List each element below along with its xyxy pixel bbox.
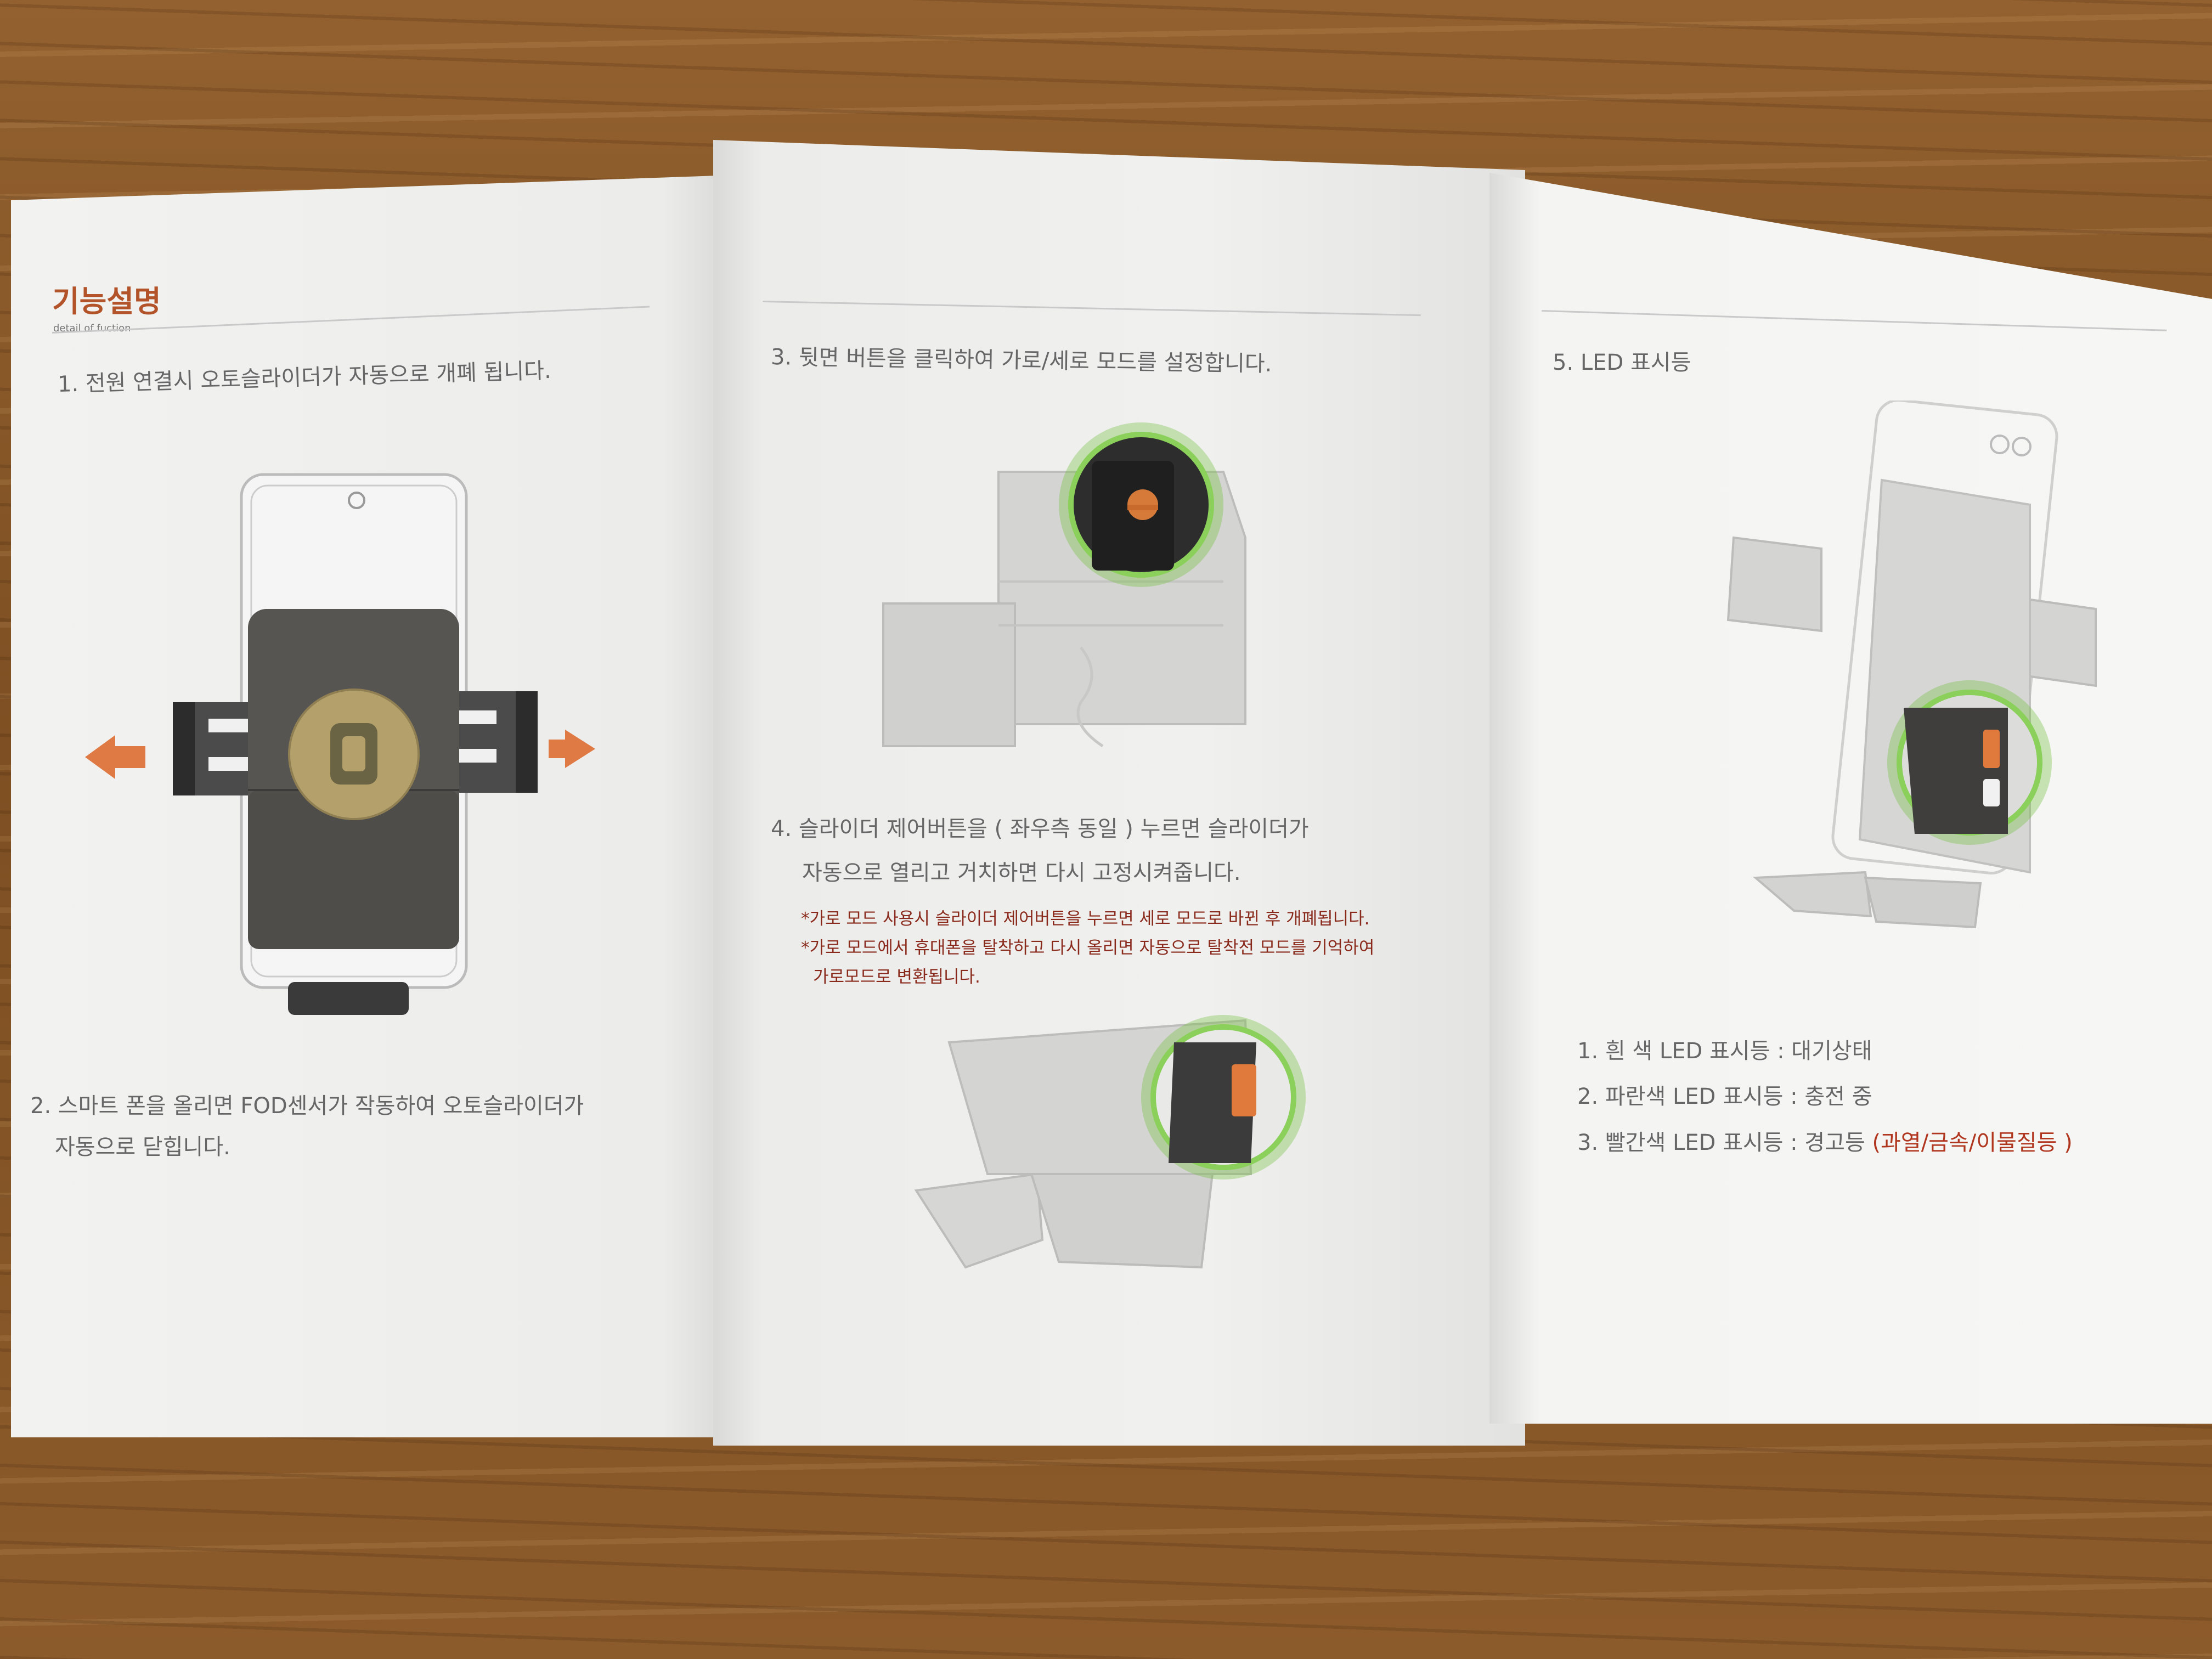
led-illustration bbox=[1726, 400, 2097, 929]
note-1: *가로 모드 사용시 슬라이더 제어버튼을 누르면 세로 모드로 바뀐 후 개폐… bbox=[801, 909, 1370, 929]
step-3-text: 3. 뒷면 버튼을 클릭하여 가로/세로 모드를 설정합니다. bbox=[770, 345, 1272, 377]
auto-slider-illustration bbox=[85, 473, 595, 1015]
led-status-red-label: 3. 빨간색 LED 표시등 : 경고등 bbox=[1577, 1130, 1872, 1155]
step-4-text-line1: 4. 슬라이더 제어버튼을 ( 좌우측 동일 ) 누르면 슬라이더가 bbox=[771, 816, 1309, 842]
holder-stand bbox=[288, 982, 409, 1015]
back-button-illustration bbox=[882, 422, 1246, 748]
slider-button-illustration bbox=[914, 1015, 1306, 1269]
note-2-line1: *가로 모드에서 휴대폰을 탈착하고 다시 올리면 자동으로 탈착전 모드를 기… bbox=[801, 938, 1375, 958]
step-2-text-line1: 2. 스마트 폰을 올리면 FOD센서가 작동하여 오토슬라이더가 bbox=[30, 1093, 584, 1119]
hook-right bbox=[1030, 1173, 1214, 1269]
slider-button-icon bbox=[1232, 1064, 1256, 1116]
hook-left bbox=[914, 1172, 1044, 1269]
led-status-blue: 2. 파란색 LED 표시등 : 충전 중 bbox=[1577, 1084, 1872, 1109]
led-status-red: 3. 빨간색 LED 표시등 : 경고등 (과열/금속/이물질등 ) bbox=[1577, 1126, 2073, 1160]
led-left-arm bbox=[1726, 536, 1822, 633]
step-5-text: 5. LED 표시등 bbox=[1553, 350, 1691, 375]
side-arm bbox=[882, 602, 1016, 747]
led-status-white: 1. 흰 색 LED 표시등 : 대기상태 bbox=[1577, 1039, 1872, 1064]
arrow-left-icon bbox=[85, 735, 145, 779]
section-title: 기능설명 bbox=[52, 284, 161, 319]
led-warning-causes: (과열/금속/이물질등 ) bbox=[1872, 1130, 2073, 1155]
step-2-text-line2: 자동으로 닫힙니다. bbox=[55, 1135, 230, 1160]
camera-icon bbox=[348, 492, 365, 509]
panel-right bbox=[1489, 173, 2212, 1424]
step-4-text-line2: 자동으로 열리고 거치하면 다시 고정시켜줍니다. bbox=[802, 860, 1241, 885]
arrow-right-icon bbox=[549, 730, 595, 768]
led-indicator-icon bbox=[1983, 730, 2000, 768]
note-2-line2: 가로모드로 변환됩니다. bbox=[813, 967, 980, 987]
